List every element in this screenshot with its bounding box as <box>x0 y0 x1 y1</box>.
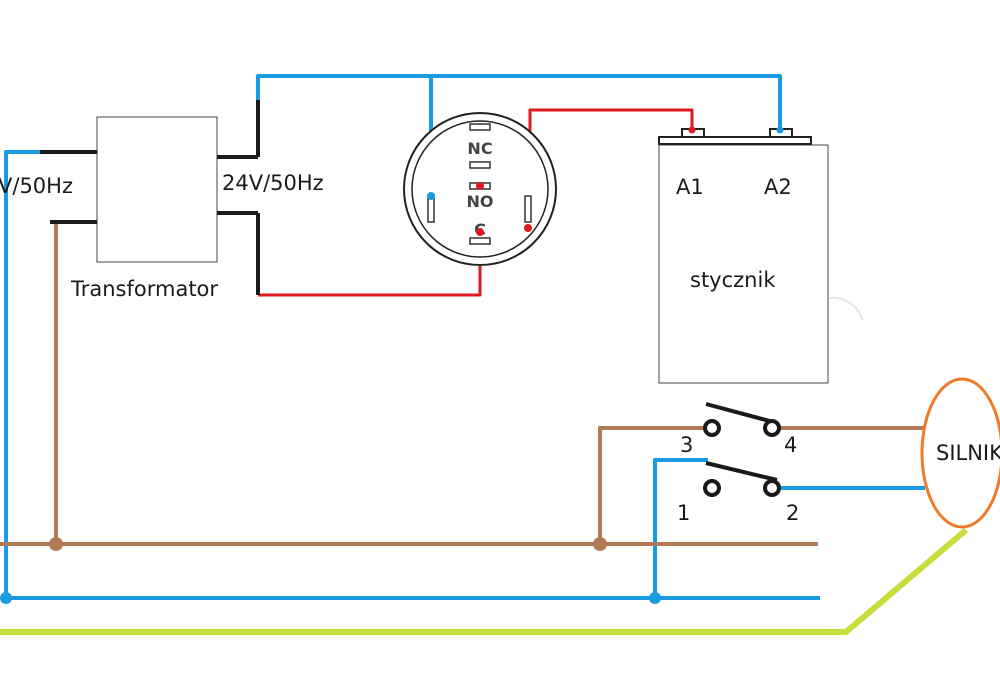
coil-a1-label: A1 <box>676 175 704 199</box>
contact-terminal-3 <box>703 419 721 437</box>
phase-to-contact-3 <box>598 426 708 544</box>
switch-nc-label: NC <box>467 139 492 158</box>
ground-wire <box>0 527 968 635</box>
motor-outline <box>920 377 1000 529</box>
terminal-2-label: 2 <box>786 501 799 525</box>
switch-inner-ring <box>411 120 549 258</box>
coil-a2-dot <box>776 126 784 134</box>
switch-nc-terminal <box>469 123 491 131</box>
junction-phase-right <box>593 537 607 551</box>
switch-nc-terminal-low <box>469 161 491 169</box>
junction-phase-left <box>49 537 63 551</box>
neutral-main-left-wire <box>4 150 820 600</box>
junction-neutral-right <box>649 592 661 604</box>
contact-terminal-1 <box>703 479 721 497</box>
contactor-top-bar <box>658 136 812 145</box>
neutral-top-wire <box>256 74 782 130</box>
switch-neutral-dot <box>427 192 435 200</box>
decorative-arc <box>829 296 863 321</box>
switch-c-dot <box>476 228 484 236</box>
contact-terminal-2 <box>763 479 781 497</box>
terminal-4-label: 4 <box>784 433 797 457</box>
coil-a2-label: A2 <box>764 175 792 199</box>
junction-neutral-left <box>0 592 12 604</box>
contact-blade-3-4 <box>705 402 778 425</box>
phase-transformer-feed <box>50 220 58 544</box>
contact-terminal-4 <box>763 419 781 437</box>
contactor-box <box>658 144 829 384</box>
push-button-switch: NC NO C <box>403 112 557 266</box>
primary-voltage-label: V/50Hz <box>0 174 73 198</box>
switch-right-lamp-terminal <box>524 195 532 223</box>
contactor-label: stycznik <box>690 268 776 292</box>
terminal-1-label: 1 <box>677 501 690 525</box>
switch-no-label: NO <box>467 192 494 211</box>
transformer-terminals <box>40 100 260 295</box>
junctions <box>0 537 661 604</box>
transformer <box>40 100 260 295</box>
neutral-branch-to-contact-1 <box>653 458 708 598</box>
transformer-label: Transformator <box>70 277 218 301</box>
switch-c-terminal <box>469 237 491 245</box>
contactor-contacts <box>703 402 781 497</box>
motor-label: SILNIK <box>936 441 1000 465</box>
transformer-box <box>96 116 218 263</box>
terminal-3-label: 3 <box>680 433 693 457</box>
text-labels: V/50Hz 24V/50Hz Transformator A1 A2 styc… <box>0 171 1000 525</box>
contactor <box>658 126 863 384</box>
switch-lamp-dot <box>524 224 532 232</box>
switch-no-dot <box>476 182 484 190</box>
contact-blade-1-2 <box>705 461 778 482</box>
secondary-voltage-label: 24V/50Hz <box>222 171 324 195</box>
coil-a1-dot <box>688 126 696 134</box>
